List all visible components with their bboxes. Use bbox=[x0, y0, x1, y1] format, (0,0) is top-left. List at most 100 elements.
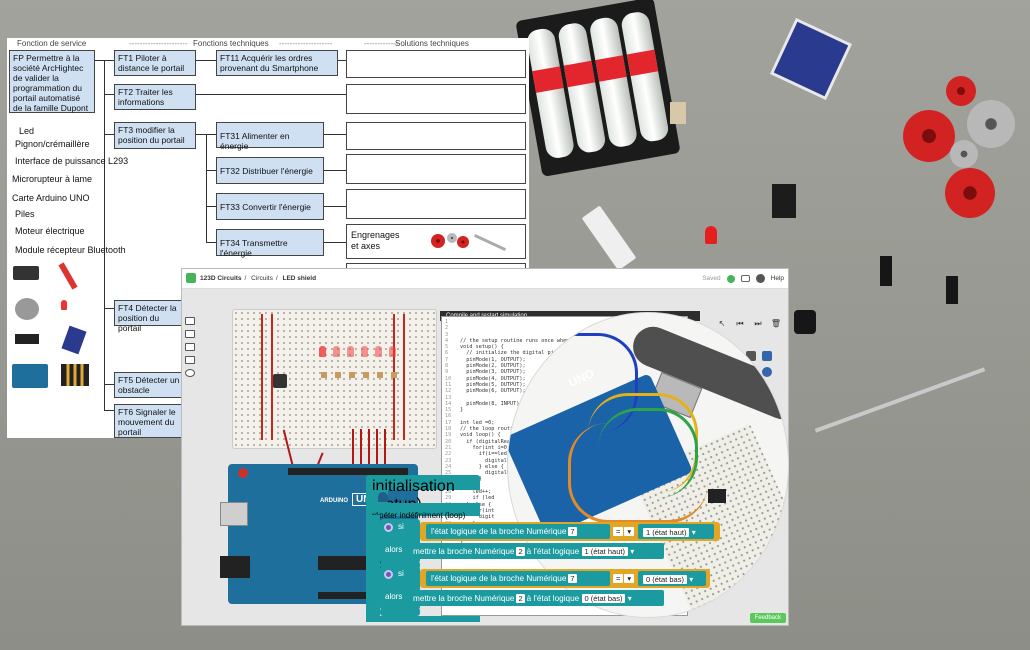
code-line[interactable]: pinMode(3, OUTPUT); bbox=[460, 369, 526, 376]
led-component[interactable] bbox=[361, 346, 368, 357]
chevron-down-icon[interactable]: ▾ bbox=[691, 528, 696, 537]
breadcrumb-circuits[interactable]: Circuits bbox=[251, 275, 273, 282]
pushbutton-component[interactable] bbox=[273, 374, 287, 388]
chevron-down-icon[interactable]: ▾ bbox=[630, 547, 635, 556]
code-line[interactable]: led++; bbox=[460, 489, 492, 496]
delete-icon[interactable]: 🗑 bbox=[770, 319, 782, 328]
connector bbox=[206, 206, 216, 207]
code-line[interactable]: pinMode(8, INPUT); bbox=[460, 400, 523, 407]
code-line[interactable]: for(int i=0; bbox=[460, 444, 510, 451]
chat-icon[interactable] bbox=[740, 275, 750, 282]
resistors[interactable] bbox=[321, 372, 405, 378]
operator-2-value[interactable]: = bbox=[613, 574, 624, 583]
code-line[interactable]: digitalW bbox=[460, 457, 510, 464]
led-component[interactable] bbox=[375, 346, 382, 357]
operator-1-value[interactable]: = bbox=[613, 527, 624, 536]
code-line[interactable]: // the loop routine bbox=[460, 426, 520, 433]
wire-tool-icon[interactable] bbox=[185, 330, 195, 338]
power-jack bbox=[220, 556, 250, 578]
operator-1[interactable]: =▾ bbox=[610, 525, 638, 538]
code-line[interactable]: void loop() { bbox=[460, 432, 501, 439]
gear-icon[interactable] bbox=[384, 523, 393, 532]
avatar[interactable] bbox=[755, 274, 765, 283]
led-component[interactable] bbox=[389, 346, 396, 357]
app-name[interactable]: 123D Circuits bbox=[200, 275, 242, 282]
pointer-icon[interactable]: ↖ bbox=[718, 319, 726, 328]
battery-pack bbox=[515, 0, 681, 177]
code-line[interactable]: } else { bbox=[460, 463, 504, 470]
set-pin-1-value[interactable]: 1 (état haut) bbox=[581, 547, 628, 556]
code-line[interactable]: pinMode(5, OUTPUT); bbox=[460, 381, 526, 388]
breadboard[interactable] bbox=[232, 309, 437, 449]
loop-block-label: répéter indéfiniment (loop) bbox=[372, 511, 466, 520]
select-tool-icon[interactable] bbox=[185, 317, 195, 325]
line-number: 32 bbox=[445, 514, 451, 520]
circuit-wire[interactable] bbox=[360, 429, 362, 489]
axle-thumb bbox=[473, 233, 507, 252]
circuit-wire[interactable] bbox=[376, 429, 378, 489]
code-line[interactable]: } bbox=[460, 407, 464, 414]
condition-2-pin[interactable]: 7 bbox=[568, 574, 577, 583]
code-line[interactable]: digit bbox=[460, 514, 495, 521]
component-tool-icon[interactable] bbox=[185, 343, 195, 351]
code-line[interactable]: pinMode(6, OUTPUT); bbox=[460, 388, 526, 395]
condition-1-pin[interactable]: 7 bbox=[568, 527, 577, 536]
ft2-box: FT2 Traiter les informations bbox=[114, 84, 196, 110]
feedback-button[interactable]: Feedback bbox=[749, 613, 786, 623]
code-line[interactable]: } bbox=[460, 476, 683, 482]
header-dashes: ---------------------- bbox=[129, 39, 188, 48]
gear-icon[interactable] bbox=[384, 570, 393, 579]
line-number: 8 bbox=[445, 363, 449, 370]
set-pin-2-value[interactable]: 0 (état bas) bbox=[581, 594, 626, 603]
operator-2[interactable]: =▾ bbox=[610, 572, 638, 585]
code-line[interactable]: int led =0; bbox=[460, 419, 495, 426]
circuit-wire[interactable] bbox=[384, 429, 386, 489]
code-line[interactable]: } bbox=[460, 539, 683, 545]
part-pushbutton-icon[interactable] bbox=[746, 351, 756, 361]
list-tool-icon[interactable] bbox=[185, 356, 195, 364]
led-component[interactable] bbox=[333, 346, 340, 357]
code-line[interactable]: pinMode(1, OUTPUT); bbox=[460, 356, 526, 363]
code-line[interactable]: pinMode(4, OUTPUT); bbox=[460, 375, 526, 382]
part-capacitor-icon[interactable] bbox=[762, 351, 772, 361]
reset-button[interactable] bbox=[238, 468, 248, 478]
led-component[interactable] bbox=[319, 346, 326, 357]
chevron-down-icon[interactable]: ▾ bbox=[689, 575, 694, 584]
code-line[interactable]: pinMode(2, OUTPUT); bbox=[460, 363, 526, 370]
led-component[interactable] bbox=[347, 346, 354, 357]
help-link[interactable]: Help bbox=[770, 275, 784, 282]
value-1-text[interactable]: 1 (état haut) bbox=[643, 528, 690, 537]
solution-box bbox=[346, 50, 526, 78]
code-line[interactable]: digitalW bbox=[460, 470, 510, 477]
header-actions: Saved Help bbox=[702, 274, 784, 283]
code-line[interactable]: if(i==led) bbox=[460, 451, 510, 458]
chevron-down-icon[interactable]: ▾ bbox=[624, 527, 635, 536]
code-line[interactable]: if (led bbox=[460, 495, 495, 502]
code-line[interactable]: if (digitalRead( bbox=[460, 438, 517, 445]
setup-block[interactable]: initialisation (setup) bbox=[366, 475, 480, 513]
motor-icon bbox=[15, 298, 39, 320]
value-2[interactable]: 0 (état bas) ▾ bbox=[638, 571, 706, 586]
connector bbox=[206, 170, 216, 171]
breadboard-wire bbox=[271, 314, 273, 440]
loop-block[interactable]: répéter indéfiniment (loop) bbox=[366, 503, 480, 520]
fp-box: FP Permettre à la société ArcHightec de … bbox=[9, 50, 95, 113]
code-line[interactable]: for(int bbox=[472, 507, 495, 514]
set-pin-2-pin[interactable]: 2 bbox=[516, 594, 525, 603]
chevron-down-icon[interactable]: ▾ bbox=[627, 594, 632, 603]
skip-back-icon[interactable]: ⏮ bbox=[736, 319, 744, 328]
circuit-wire[interactable] bbox=[352, 429, 354, 489]
chevron-down-icon[interactable]: ▾ bbox=[624, 574, 635, 583]
set-pin-1-pin[interactable]: 2 bbox=[516, 547, 525, 556]
settings-tool-icon[interactable] bbox=[185, 369, 195, 377]
circuit-wire[interactable] bbox=[368, 429, 370, 489]
value-2-text[interactable]: 0 (état bas) bbox=[643, 575, 687, 584]
code-line[interactable]: void setup() { bbox=[460, 344, 504, 351]
skip-forward-icon[interactable]: ⏭ bbox=[754, 319, 762, 328]
line-number: 19 bbox=[445, 432, 452, 439]
value-1[interactable]: 1 (état haut) ▾ bbox=[638, 524, 714, 539]
